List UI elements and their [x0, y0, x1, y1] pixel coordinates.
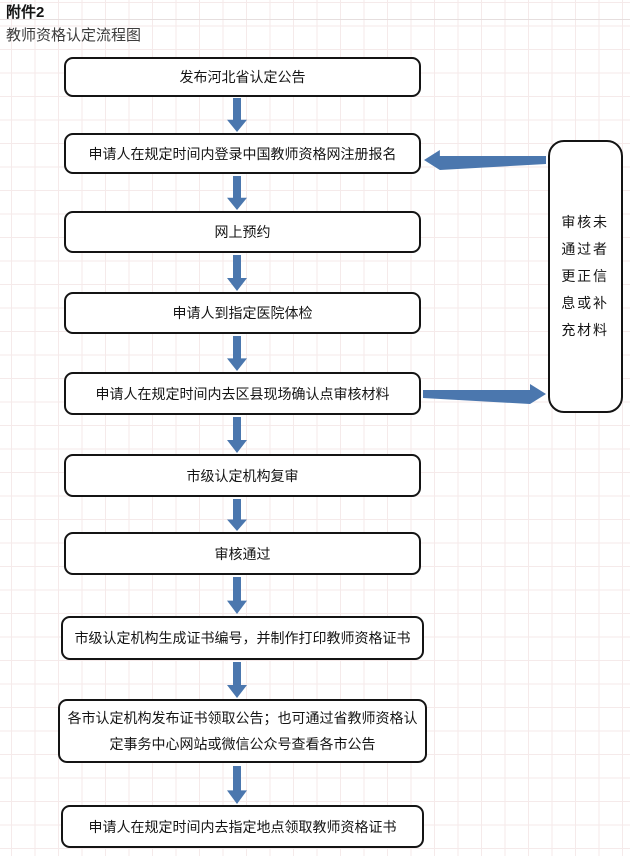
flow-step-certificate-generation: 市级认定机构生成证书编号，并制作打印教师资格证书 [61, 616, 424, 660]
flow-step-certificate-notice: 各市认定机构发布证书领取公告；也可通过省教师资格认定事务中心网站或微信公众号查看… [58, 699, 427, 763]
flow-step-label: 申请人在规定时间内去指定地点领取教师资格证书 [88, 818, 397, 835]
flow-step-certificate-collection: 申请人在规定时间内去指定地点领取教师资格证书 [61, 805, 424, 848]
flow-step-label: 市级认定机构复审 [186, 467, 299, 484]
page-title: 教师资格认定流程图 [6, 27, 142, 44]
arrow-down-icon [227, 766, 247, 804]
flow-step-publish-announcement: 发布河北省认定公告 [64, 57, 421, 97]
flow-side-note-label: 审核未通过者更正信息或补充材料 [561, 214, 609, 338]
flow-step-municipal-review: 市级认定机构复审 [64, 454, 421, 497]
flow-step-review-passed: 审核通过 [64, 532, 421, 575]
flow-step-label: 申请人到指定医院体检 [172, 305, 313, 321]
flow-step-medical-exam: 申请人到指定医院体检 [64, 292, 421, 334]
flow-step-label: 网上预约 [214, 224, 271, 240]
arrow-right-icon [423, 384, 546, 404]
flow-side-note-review-failed: 审核未通过者更正信息或补充材料 [548, 140, 623, 413]
flow-step-label: 申请人在规定时间内登录中国教师资格网注册报名 [88, 145, 397, 162]
flow-step-online-reservation: 网上预约 [64, 211, 421, 253]
flow-step-register-online: 申请人在规定时间内登录中国教师资格网注册报名 [64, 133, 421, 174]
arrow-down-icon [227, 176, 247, 210]
arrow-down-icon [227, 499, 247, 531]
flow-step-label: 市级认定机构生成证书编号，并制作打印教师资格证书 [74, 630, 411, 646]
header-divider [0, 19, 630, 20]
attachment-label: 附件2 [6, 4, 45, 21]
flow-step-label: 审核通过 [214, 545, 271, 562]
flow-step-onsite-verification: 申请人在规定时间内去区县现场确认点审核材料 [64, 372, 421, 415]
flow-step-label: 各市认定机构发布证书领取公告；也可通过省教师资格认定事务中心网站或微信公众号查看… [67, 710, 418, 752]
arrow-down-icon [227, 336, 247, 371]
flow-step-label: 发布河北省认定公告 [179, 69, 306, 85]
flow-step-label: 申请人在规定时间内去区县现场确认点审核材料 [95, 385, 390, 402]
arrow-down-icon [227, 577, 247, 614]
arrow-down-icon [227, 417, 247, 453]
arrow-left-icon [424, 150, 546, 170]
arrow-down-icon [227, 662, 247, 698]
arrow-down-icon [227, 255, 247, 291]
arrow-down-icon [227, 98, 247, 132]
